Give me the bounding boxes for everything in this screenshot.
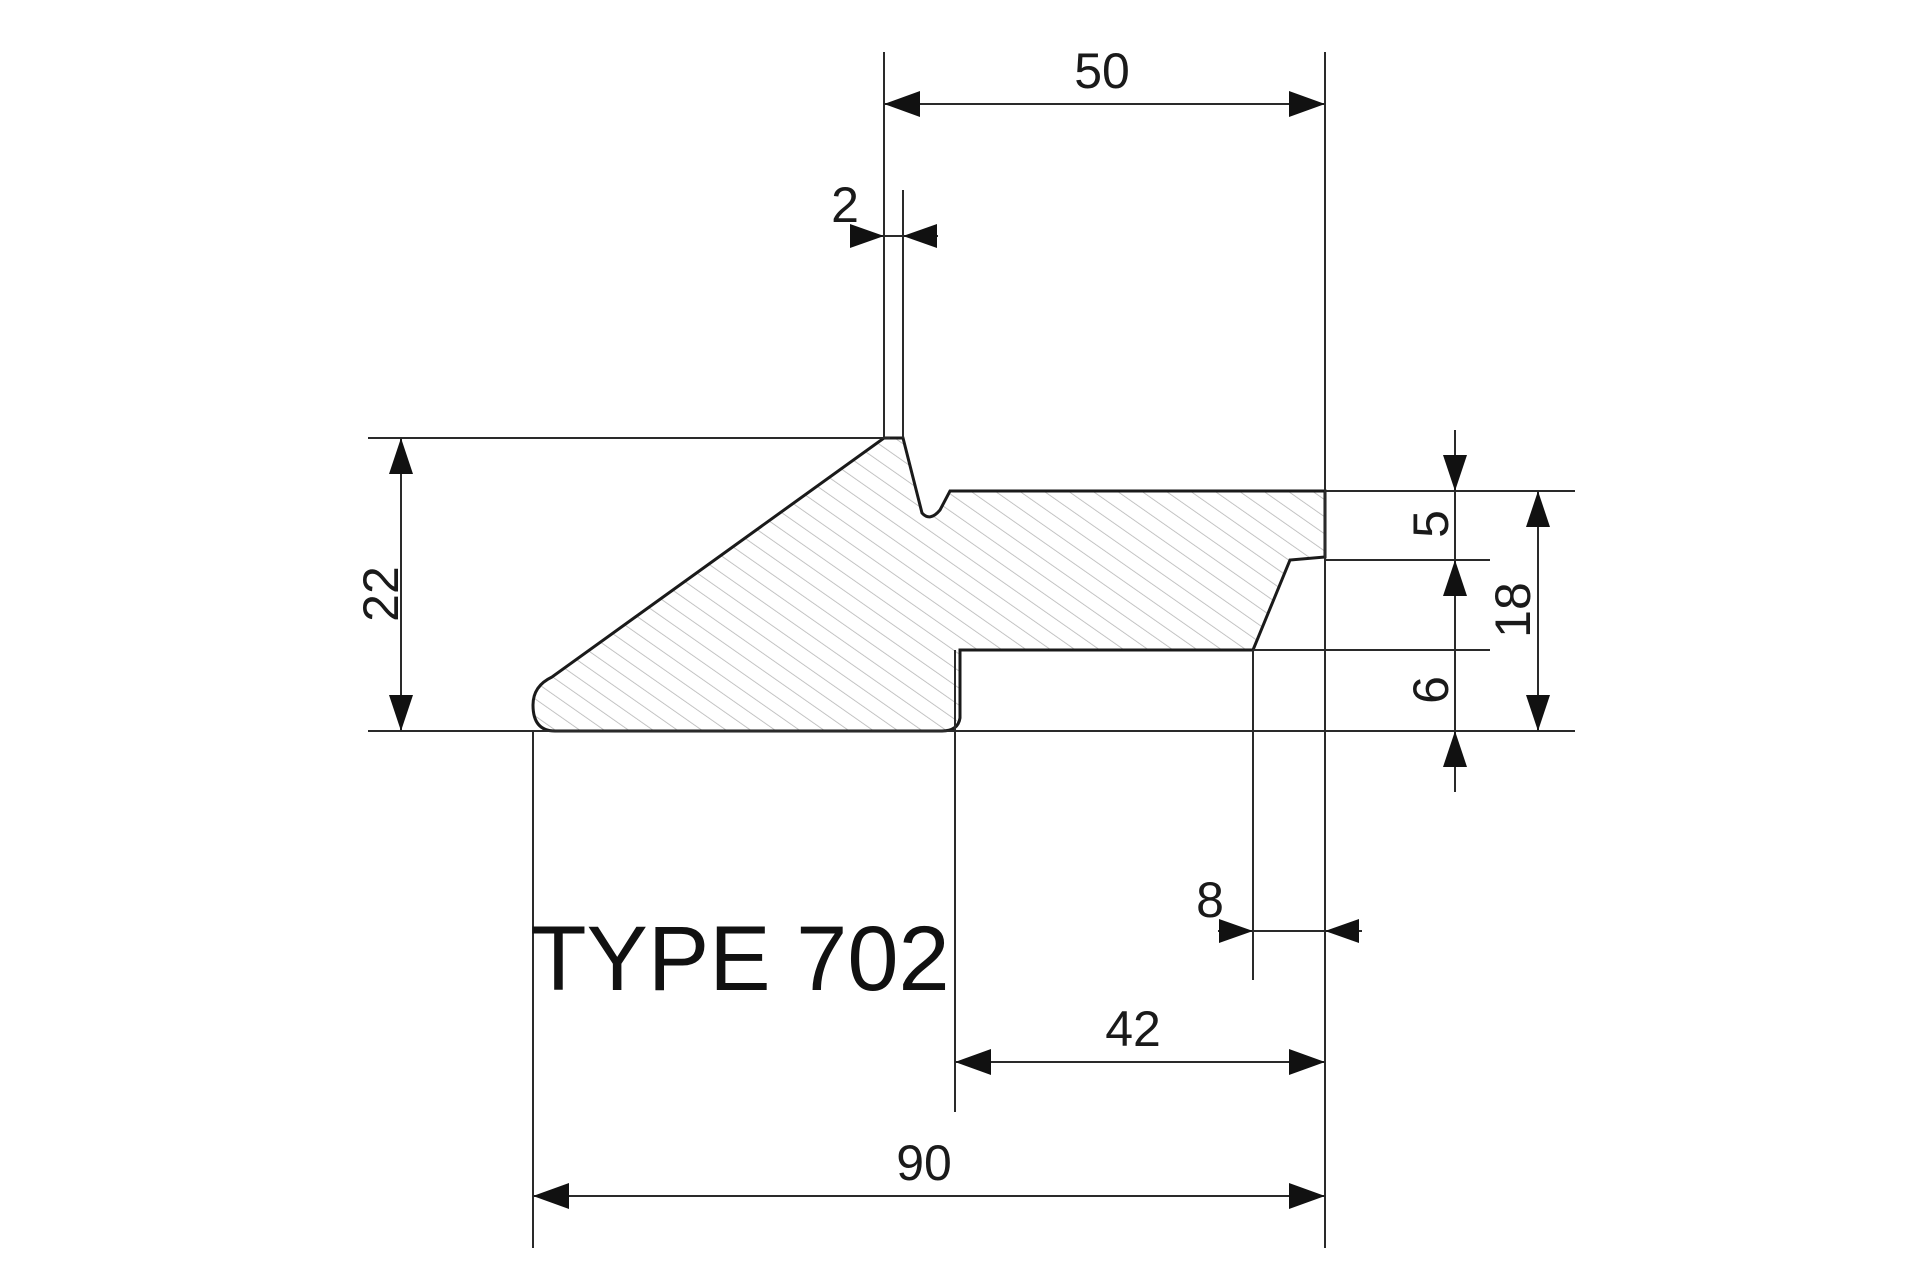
dim-upper-step-label: 5: [1403, 510, 1459, 538]
extension-lines: [368, 52, 1575, 1248]
dim-height-label: 22: [353, 566, 409, 622]
dim-lower-step-label: 6: [1403, 676, 1459, 704]
dim-top-width-label: 50: [1074, 43, 1130, 99]
dim-rebate-width-label: 42: [1105, 1001, 1161, 1057]
dim-overall-width-label: 90: [896, 1135, 952, 1191]
dim-bevel-label: 8: [1196, 872, 1224, 928]
type-label: TYPE 702: [530, 908, 949, 1010]
profile-section: [531, 436, 1327, 733]
dimension-arrows: [389, 91, 1550, 1209]
dim-groove-label: 2: [831, 177, 859, 233]
dim-right-height-label: 18: [1485, 582, 1541, 638]
